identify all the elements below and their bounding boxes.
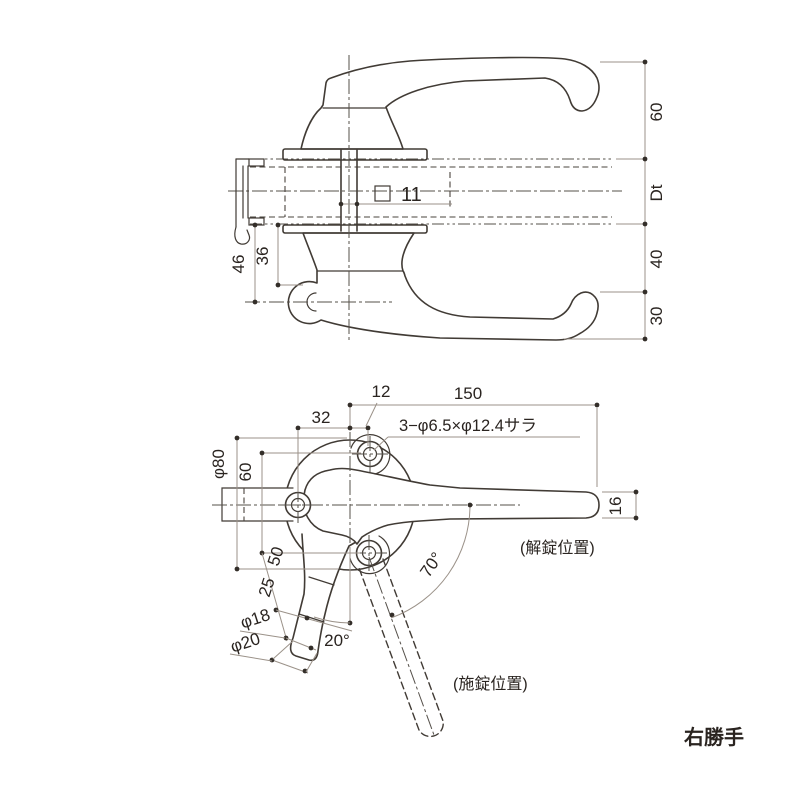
door-edge-hook bbox=[234, 226, 251, 245]
dimension-line bbox=[261, 552, 288, 642]
dimension-dot bbox=[234, 566, 240, 572]
spindle-square-icon bbox=[374, 185, 391, 202]
shaft-fill bbox=[290, 512, 362, 661]
leader-line bbox=[373, 436, 389, 451]
dim-16-label: 16 bbox=[606, 497, 625, 516]
shaft-section-tick bbox=[308, 576, 335, 586]
dimension-dot bbox=[252, 222, 258, 228]
screw-note-label: 3−φ6.5×φ12.4サラ bbox=[399, 417, 537, 435]
dim-36-label: 36 bbox=[253, 247, 272, 266]
lever-unlocked-outline bbox=[302, 467, 600, 545]
lower-handle bbox=[282, 224, 599, 341]
screw-lobe-arc bbox=[349, 535, 391, 575]
dim-40-label: 40 bbox=[647, 250, 666, 269]
door-edge-profile bbox=[234, 158, 265, 245]
dim-30-label: 30 bbox=[647, 307, 666, 326]
handing-label: 右勝手 bbox=[684, 725, 744, 749]
angle-20-label: 20° bbox=[324, 631, 350, 650]
dimension-dot bbox=[633, 515, 639, 521]
leader-line bbox=[239, 630, 286, 639]
spindle-dimension: 11 bbox=[338, 184, 452, 207]
top-view: 11 60 Dt 40 30 bbox=[228, 55, 666, 342]
lever-locked-dashed bbox=[358, 556, 444, 738]
angle-20-arc bbox=[313, 616, 351, 624]
unlocked-position-label: (解錠位置) bbox=[520, 539, 595, 557]
dim-12-label: 12 bbox=[372, 382, 391, 401]
upper-rose-flange bbox=[282, 148, 428, 161]
lever-locked-outline bbox=[358, 558, 444, 738]
dimension-dot bbox=[365, 425, 371, 431]
dimension-dot bbox=[275, 222, 281, 228]
dimension-dot bbox=[252, 299, 258, 305]
shaft-section-tick bbox=[298, 613, 325, 623]
extension-line bbox=[272, 640, 294, 660]
dim-50-label: 50 bbox=[264, 544, 288, 568]
dimension-dot bbox=[302, 668, 308, 674]
extension-line bbox=[305, 652, 318, 673]
dimension-dot bbox=[354, 201, 360, 207]
lower-handle-outline bbox=[287, 232, 599, 341]
dimension-dot bbox=[347, 402, 353, 408]
dimension-dot bbox=[642, 336, 648, 342]
dimension-dot bbox=[467, 502, 473, 508]
dimension-dot bbox=[347, 425, 353, 431]
dimension-dot bbox=[642, 59, 648, 65]
dim-60-label: 60 bbox=[647, 103, 666, 122]
left-dimensions: 46 36 bbox=[229, 222, 303, 305]
dim-dt-label: Dt bbox=[647, 184, 666, 201]
dimension-dot bbox=[308, 645, 314, 651]
spindle-size-label: 11 bbox=[401, 184, 422, 206]
dimension-dot bbox=[642, 289, 648, 295]
bottom-dimensions: 12 150 32 3−φ6.5×φ12.4サラ φ80 60 bbox=[209, 382, 639, 674]
door-edge-top-notch bbox=[248, 158, 265, 167]
upper-handle-outline bbox=[300, 56, 600, 150]
screw-hole-bottom bbox=[351, 535, 387, 571]
angled-handle-shaft bbox=[289, 512, 362, 662]
dimension-dot bbox=[642, 156, 648, 162]
dim-phi18-label: φ18 bbox=[238, 605, 272, 632]
locked-position-label: (施錠位置) bbox=[453, 675, 528, 693]
screw-lobe-arc bbox=[350, 434, 391, 475]
dimension-dot bbox=[234, 435, 240, 441]
dimension-dot bbox=[295, 425, 301, 431]
door-section-lines bbox=[228, 158, 622, 225]
lower-rose-flange bbox=[282, 224, 428, 234]
lever-locked-axis bbox=[368, 556, 435, 736]
dim-46-label: 46 bbox=[229, 255, 248, 274]
dimension-dot bbox=[304, 615, 310, 621]
dimension-dot bbox=[642, 221, 648, 227]
angle-70-label: 70° bbox=[416, 549, 446, 581]
leader-line bbox=[365, 402, 378, 427]
dimension-dot bbox=[389, 612, 395, 618]
dimension-line bbox=[271, 659, 309, 674]
dimension-dot bbox=[633, 489, 639, 495]
dim-phi20-label: φ20 bbox=[228, 629, 262, 656]
shaft-outline bbox=[289, 533, 357, 662]
dim-phi80-label: φ80 bbox=[209, 449, 228, 479]
spindle bbox=[340, 149, 358, 232]
upper-handle bbox=[282, 56, 600, 161]
dimension-line bbox=[275, 609, 353, 632]
dimension-dot bbox=[275, 282, 281, 288]
bottom-view: 12 150 32 3−φ6.5×φ12.4サラ φ80 60 bbox=[209, 382, 639, 738]
dim-60-label: 60 bbox=[236, 463, 255, 482]
dim-150-label: 150 bbox=[454, 384, 482, 403]
dimension-dot bbox=[594, 402, 600, 408]
angle-70-arc bbox=[390, 504, 471, 619]
dim-25-label: 25 bbox=[255, 575, 279, 599]
dimension-dot bbox=[338, 201, 344, 207]
dim-32-label: 32 bbox=[312, 408, 331, 427]
dimension-dot bbox=[259, 450, 265, 456]
right-dimension-chain: 60 Dt 40 30 bbox=[564, 59, 666, 342]
leader-line bbox=[229, 653, 273, 662]
